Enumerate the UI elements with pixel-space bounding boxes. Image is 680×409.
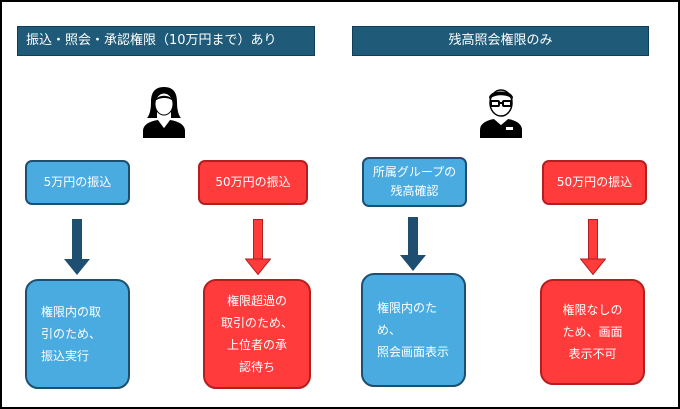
box-transfer-500k-right: 50万円の振込 <box>542 160 647 205</box>
result-awaiting-approval: 権限超過の 取引のため、 上位者の承 認待ち <box>203 279 311 389</box>
box-group-balance-check: 所属グループの 残高確認 <box>362 157 467 207</box>
result-transfer-executed: 権限内の取 引のため、 振込実行 <box>25 279 130 389</box>
down-arrow-icon <box>245 219 271 275</box>
result-screen-not-shown: 権限なしの ため、画面 表示不可 <box>540 279 645 385</box>
down-arrow-icon <box>64 219 90 275</box>
header-transfer-approval-authority: 振込・照会・承認権限（10万円まで）あり <box>17 26 315 56</box>
down-arrow-icon <box>400 217 426 271</box>
male-user-with-glasses-icon <box>480 89 522 138</box>
down-arrow-icon <box>580 219 606 275</box>
female-user-icon <box>143 87 185 138</box>
box-transfer-500k-left: 50万円の振込 <box>198 160 308 205</box>
header-balance-inquiry-only: 残高照会権限のみ <box>352 26 649 56</box>
result-inquiry-screen-shown: 権限内のため、 照会画面表示 <box>361 273 466 387</box>
box-transfer-50k: 5万円の振込 <box>25 160 130 205</box>
